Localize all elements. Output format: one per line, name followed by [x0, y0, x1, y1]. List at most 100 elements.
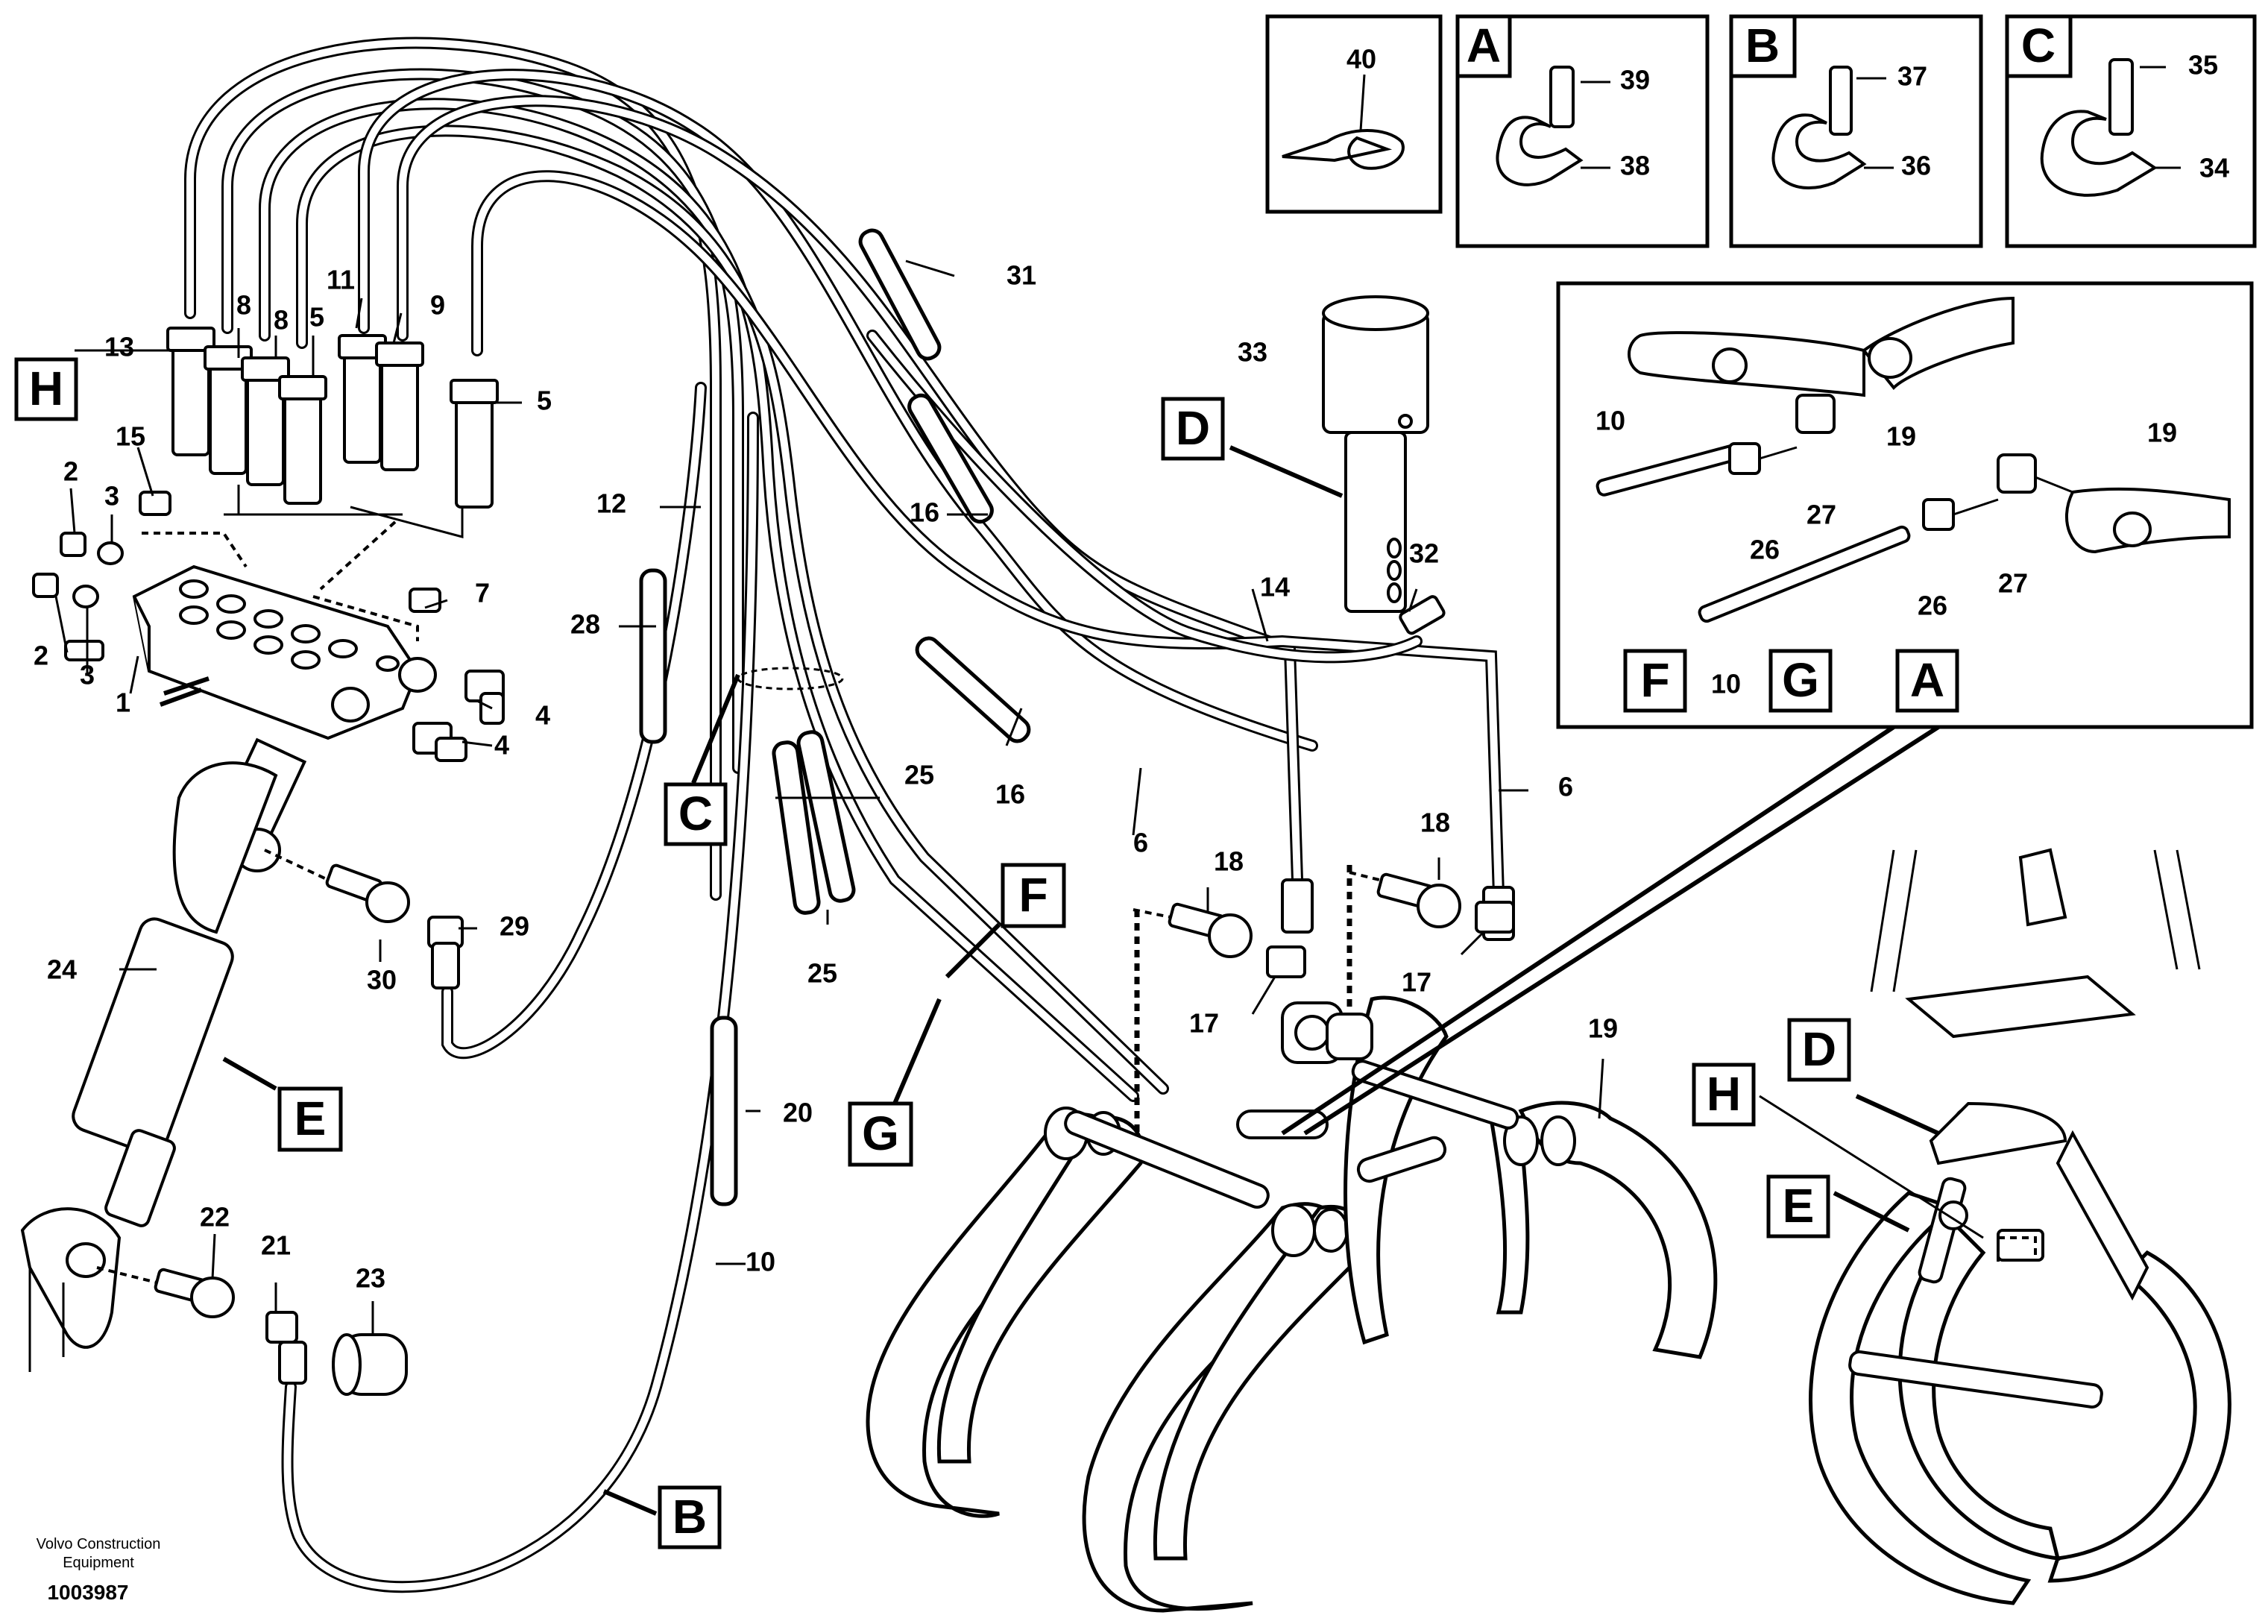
cable-tie-icon	[1282, 129, 1405, 170]
callout-2b: 2	[34, 641, 48, 671]
screw-37	[1829, 66, 1853, 136]
credit-line-1: Volvo Construction	[37, 1536, 161, 1552]
arrow-f	[945, 922, 1001, 979]
footer-credit: Volvo Construction Equipment 1003987	[37, 1536, 161, 1604]
grapple-overview	[1808, 848, 2231, 1605]
callout-36: 36	[1901, 151, 1931, 181]
overview-jaw-left	[1808, 1191, 2032, 1605]
callout-2a: 2	[63, 456, 78, 487]
arrow-d	[1229, 445, 1344, 498]
callout-4b: 4	[494, 730, 509, 761]
hose-bundle	[184, 37, 1505, 1593]
callout-38: 38	[1620, 151, 1650, 181]
callout-24: 24	[47, 954, 77, 985]
callout-28: 28	[570, 609, 600, 640]
callout-10c: 10	[1711, 669, 1741, 699]
tine-right-19	[1518, 1101, 1718, 1359]
callout-11: 11	[327, 265, 355, 295]
nut-26b	[1922, 498, 1955, 531]
callout-12: 12	[596, 488, 626, 519]
hose-6-end-left	[1281, 878, 1314, 934]
elbow-32	[1399, 595, 1446, 635]
letter-h-overview: H	[1707, 1067, 1741, 1121]
callout-13: 13	[104, 332, 134, 362]
sleeve-25a	[772, 740, 821, 915]
elbow-27a	[1795, 394, 1836, 434]
cylinder-fittings	[96, 849, 464, 1396]
part-numbers: 1 2 2 3 3 4 4 5 5 6 6 7 8 8 9 10 10 10 1…	[34, 44, 2229, 1294]
arrow-c	[691, 673, 740, 784]
inset-c	[2005, 14, 2257, 248]
cylinder-body-24	[72, 917, 234, 1156]
letter-b-inset: B	[1745, 19, 1780, 72]
letter-f: F	[1018, 868, 1048, 922]
nut-26a	[1728, 442, 1761, 475]
sleeve-28	[639, 568, 667, 744]
clamp-38	[1496, 116, 1584, 186]
grapple-cylinder	[20, 737, 307, 1372]
rotator-part-33	[1322, 295, 1446, 635]
inset-a	[1455, 14, 1710, 248]
callout-6b: 6	[1558, 772, 1573, 802]
callout-25b: 25	[807, 958, 837, 989]
plug-2a	[60, 532, 86, 557]
cross-tube	[1064, 1110, 1270, 1209]
hose-fittings-row	[166, 327, 499, 509]
plug-2b	[32, 573, 59, 598]
arrow-a-1	[1281, 725, 1895, 1136]
screw-35	[2108, 58, 2134, 136]
callout-18a: 18	[1214, 846, 1244, 877]
letter-c-inset: C	[2021, 19, 2056, 72]
callout-27a: 27	[1806, 500, 1836, 530]
letter-e-overview: E	[1783, 1179, 1815, 1233]
callout-26b: 26	[1918, 591, 1947, 621]
letter-d-overview: D	[1802, 1022, 1836, 1076]
letter-a-inset: A	[1467, 19, 1501, 72]
sleeve-31	[858, 228, 942, 361]
document-number: 1003987	[47, 1581, 128, 1604]
sleeve-16-upper	[907, 393, 994, 524]
washer-3b	[72, 585, 99, 608]
clamp-34	[2040, 110, 2158, 197]
callout-10b: 10	[1596, 406, 1625, 436]
callout-32: 32	[1409, 538, 1439, 569]
arrow-e	[222, 1057, 277, 1091]
elbow-17a	[1266, 945, 1306, 978]
callout-4a: 4	[535, 700, 550, 731]
letter-g-detail: G	[1782, 653, 1819, 707]
callout-17a: 17	[1189, 1008, 1219, 1039]
credit-line-2: Equipment	[63, 1555, 134, 1571]
arrow-a-2	[1303, 725, 1940, 1136]
elbow-17b	[1475, 901, 1515, 934]
callout-29: 29	[500, 911, 529, 942]
callout-3b: 3	[80, 660, 95, 690]
callout-33: 33	[1238, 337, 1267, 368]
letter-a-detail: A	[1910, 653, 1944, 707]
callout-30: 30	[367, 965, 397, 995]
callout-22: 22	[200, 1202, 230, 1233]
callout-39: 39	[1620, 65, 1650, 95]
elbow-21	[265, 1311, 298, 1344]
screw-39	[1549, 66, 1575, 128]
callout-16b: 16	[995, 779, 1025, 810]
inset-b	[1729, 14, 1983, 248]
hose-9	[397, 95, 1303, 886]
clamp-36	[1771, 113, 1867, 190]
elbow-27b	[1997, 453, 2037, 494]
valve-block	[32, 327, 505, 762]
callout-23: 23	[356, 1263, 385, 1294]
view-letter-boxes: H C D E B F G F G A D H E A B C	[14, 19, 2056, 1549]
leader-lines	[54, 259, 1604, 1335]
sleeve-25b	[796, 730, 856, 903]
callout-34: 34	[2199, 153, 2229, 183]
callout-18b: 18	[1420, 808, 1450, 838]
letter-e: E	[294, 1092, 327, 1145]
callout-15: 15	[116, 421, 145, 452]
callout-5b: 5	[537, 385, 552, 416]
callout-10a: 10	[746, 1247, 775, 1277]
callout-40: 40	[1346, 44, 1376, 75]
letter-c: C	[678, 787, 713, 840]
callout-19c: 19	[2147, 418, 2177, 448]
callout-27b: 27	[1998, 568, 2028, 599]
